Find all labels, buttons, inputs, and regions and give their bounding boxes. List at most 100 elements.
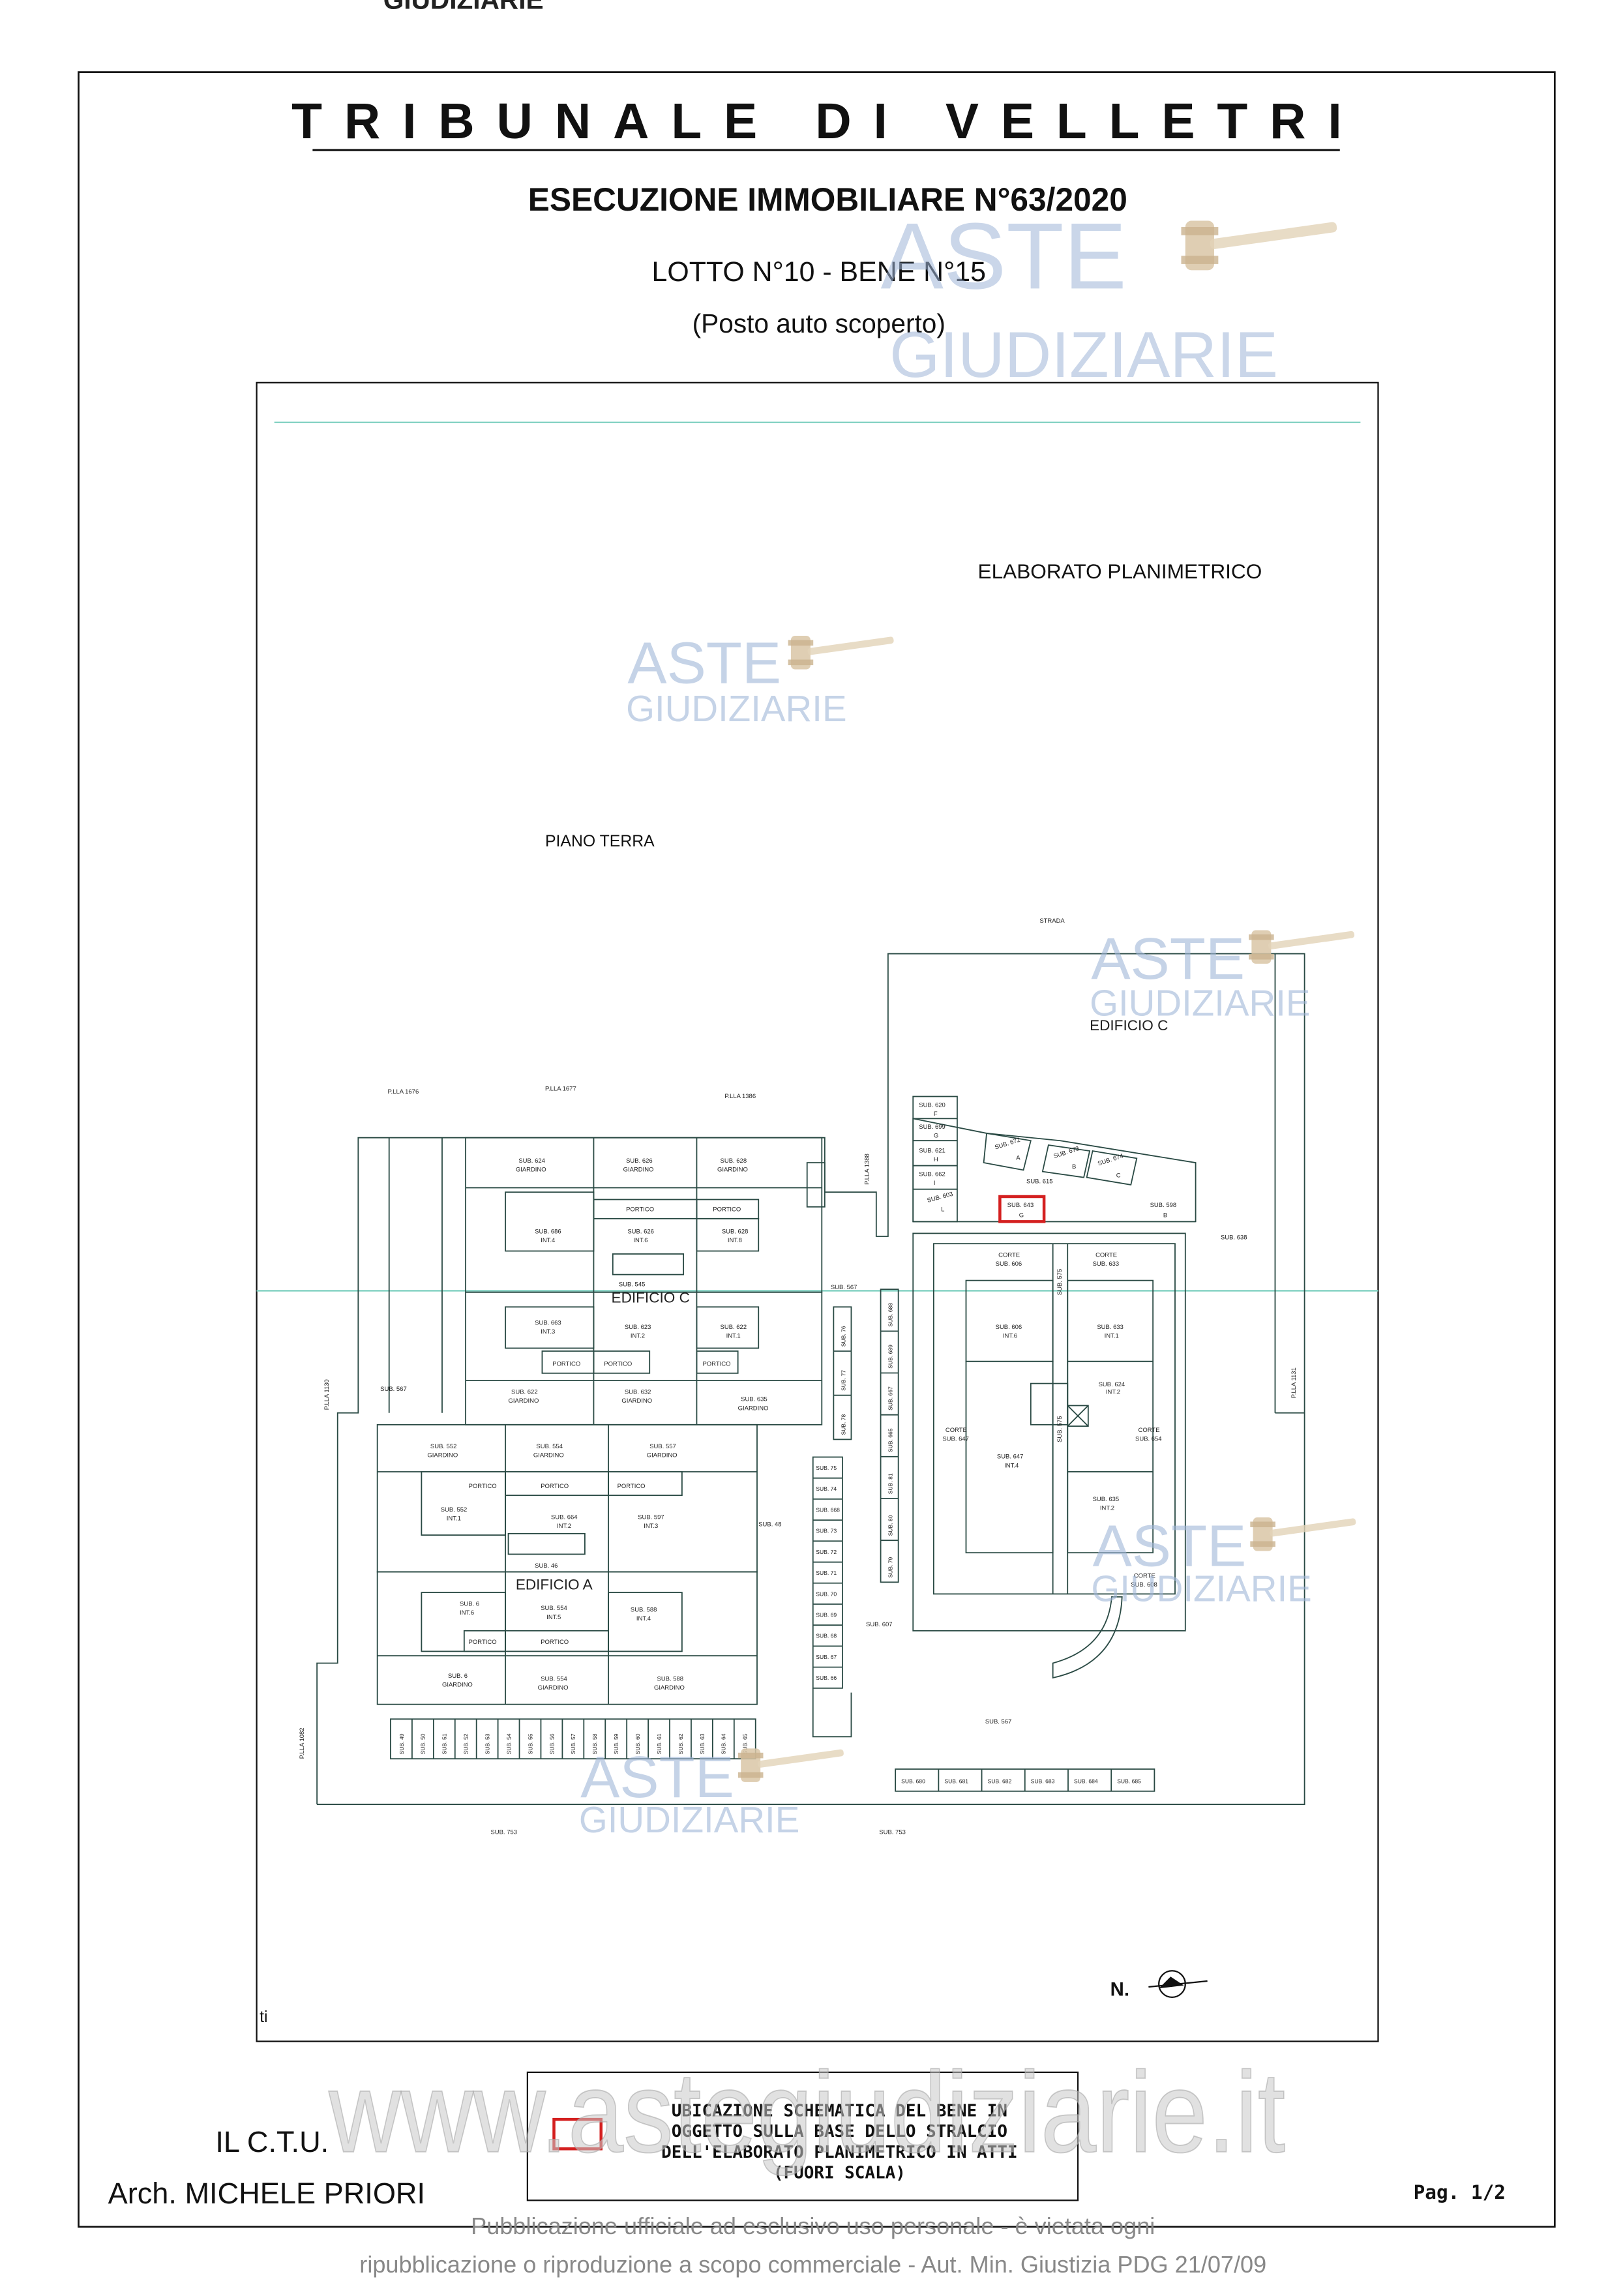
a-sub-557: SUB. 557 [649,1443,676,1450]
label-plla-1388: P.LLA 1388 [864,1154,871,1185]
label-edificio-a: EDIFICIO A [516,1577,593,1593]
c-sub-628: SUB. 628 [721,1157,747,1165]
a-int5: INT.5 [546,1614,561,1621]
c-sub-626b: SUB. 626 [627,1228,654,1235]
parking-slot-label: SUB. 667 [887,1386,894,1410]
parking-slot-label: SUB. 77 [840,1370,846,1391]
subject-parking-highlight [998,1195,1046,1223]
parking-slot-label: SUB. 79 [887,1557,894,1577]
parking-bottom-row-dividers [411,1719,735,1759]
label-sub-567-left: SUB. 567 [380,1386,407,1393]
label-sub-607: SUB. 607 [866,1621,893,1628]
c-giardino-4: GIARDINO [509,1397,539,1405]
parking-slot-label: SUB. 55 [527,1733,533,1754]
a-giardino-3: GIARDINO [647,1452,677,1459]
a-giardino-5: GIARDINO [538,1684,569,1692]
legend-line-4: (FUORI SCALA) [773,2163,906,2183]
parking-slot-label: SUB. 684 [1074,1778,1098,1784]
footer-line-1: Pubblicazione ufficiale ad esclusivo uso… [471,2213,1155,2239]
c-sub-626: SUB. 626 [626,1157,653,1165]
parking-slot-label: SUB. 668 [816,1506,840,1513]
svg-text:ASTE: ASTE [1091,926,1245,992]
a-sub-554: SUB. 554 [536,1443,563,1450]
label-sub-753-b: SUB. 753 [879,1828,906,1836]
c-portico-4: PORTICO [604,1361,632,1368]
label-sub-673-letter: B [1072,1163,1076,1170]
parking-slot-label: SUB. 81 [887,1473,894,1494]
ec-corte-d-sub: SUB. 654 [1135,1436,1162,1443]
parking-slot-label: SUB. 73 [816,1528,837,1534]
parking-slot-label: SUB. 66 [816,1675,837,1681]
ec-corte-d: CORTE [1139,1427,1160,1434]
ec-sub-635: SUB. 635 [1093,1496,1120,1503]
parking-slot-label: SUB. 67 [816,1654,837,1660]
edificio-c-right-block [912,953,1305,1679]
a-int3: INT.3 [644,1523,658,1530]
label-edificio-c-left: EDIFICIO C [612,1289,690,1305]
label-sub-643-letter: G [1019,1212,1024,1219]
plan-frame [256,381,1379,2042]
svg-text:ASTE: ASTE [627,630,781,696]
parking-slot-label: SUB. 78 [840,1414,846,1435]
a-portico-5: PORTICO [541,1639,569,1646]
parking-column-dividers [880,1330,899,1542]
asset-type: (Posto auto scoperto) [692,308,946,338]
label-sub-567-mid: SUB. 567 [831,1284,857,1291]
a-int4: INT.4 [636,1615,651,1622]
ec-sub-606: SUB. 606 [996,1324,1022,1331]
label-sub-48: SUB. 48 [758,1521,781,1528]
ctu-name: Arch. MICHELE PRIORI [108,2177,425,2210]
label-sub-621: SUB. 621 [919,1147,946,1154]
a-portico-4: PORTICO [469,1639,497,1646]
svg-text:GIUDIZIARIE: GIUDIZIARIE [626,688,846,729]
watermark-logo-upper-left: ASTE GIUDIZIARIE [626,630,895,729]
a-sub-552b: SUB. 552 [441,1506,468,1513]
label-plla-1131-right: P.LLA 1131 [1290,1367,1298,1398]
watermark-logo-right: ASTE GIUDIZIARIE [1090,926,1355,1023]
parking-slot-label: SUB. 61 [656,1733,663,1754]
parking-slot-label: SUB. 56 [548,1733,555,1754]
page-frame [78,71,1556,2228]
c-sub-663: SUB. 663 [535,1319,561,1326]
svg-text:GIUDIZIARIE: GIUDIZIARIE [1091,1568,1311,1609]
legend-line-1: UBICAZIONE SCHEMATICA DEL BENE IN [672,2102,1007,2121]
c-sub-622b: SUB. 622 [511,1388,538,1395]
parking-slot-label: SUB. 64 [721,1733,727,1754]
a-sub-664: SUB. 664 [551,1513,578,1521]
legend-red-swatch [552,2117,603,2151]
a-sub-588b: SUB. 588 [657,1676,684,1683]
legend-box [526,2071,1079,2201]
parking-slot-label: SUB. 689 [887,1345,894,1369]
parking-slot-label: SUB. 52 [463,1733,469,1754]
plan-title: ELABORATO PLANIMETRICO [978,559,1262,583]
svg-text:GIUDIZIARIE: GIUDIZIARIE [1090,982,1310,1023]
label-sub-662: SUB. 662 [919,1170,946,1178]
a-sub-554b: SUB. 554 [541,1605,567,1612]
watermark-website: www.astegiudiziarie.it [328,2049,1285,2177]
ec-stair-b: SUB. 575 [1056,1416,1064,1442]
page-number: Pag. 1/2 [1414,2181,1506,2203]
parking-slot-label: SUB. 49 [398,1733,405,1754]
ec-stair-a: SUB. 575 [1056,1269,1064,1296]
parking-slot-label: SUB. 681 [944,1778,968,1784]
parking-slot-label: SUB. 59 [613,1733,619,1754]
label-plla-1130-left: P.LLA 1130 [323,1379,331,1410]
ec-corte-b-sub: SUB. 633 [1093,1260,1120,1268]
c-int4: INT.4 [541,1237,555,1244]
parking-slot-label: SUB. 75 [816,1465,837,1471]
parking-slot-label: SUB. 51 [441,1733,448,1754]
c-sub-624: SUB. 624 [518,1157,545,1165]
svg-text:GIUDIZIARIE: GIUDIZIARIE [579,1799,799,1840]
a-sub-588: SUB. 588 [631,1606,657,1613]
ctu-role: IL C.T.U. [215,2125,329,2158]
parking-slot-label: SUB. 688 [887,1303,894,1327]
parking-slot-label: SUB. 665 [887,1428,894,1452]
a-sub-597: SUB. 597 [638,1513,664,1521]
label-sub-615: SUB. 615 [1026,1178,1053,1185]
a-sub-554c: SUB. 554 [541,1676,567,1683]
label-sub-674: SUB. 674 [1097,1152,1124,1167]
c-int6: INT.6 [633,1237,648,1244]
svg-text:ASTE: ASTE [881,203,1127,308]
c-sub-635: SUB. 635 [741,1396,767,1403]
ec-corte-e: CORTE [1134,1573,1155,1580]
